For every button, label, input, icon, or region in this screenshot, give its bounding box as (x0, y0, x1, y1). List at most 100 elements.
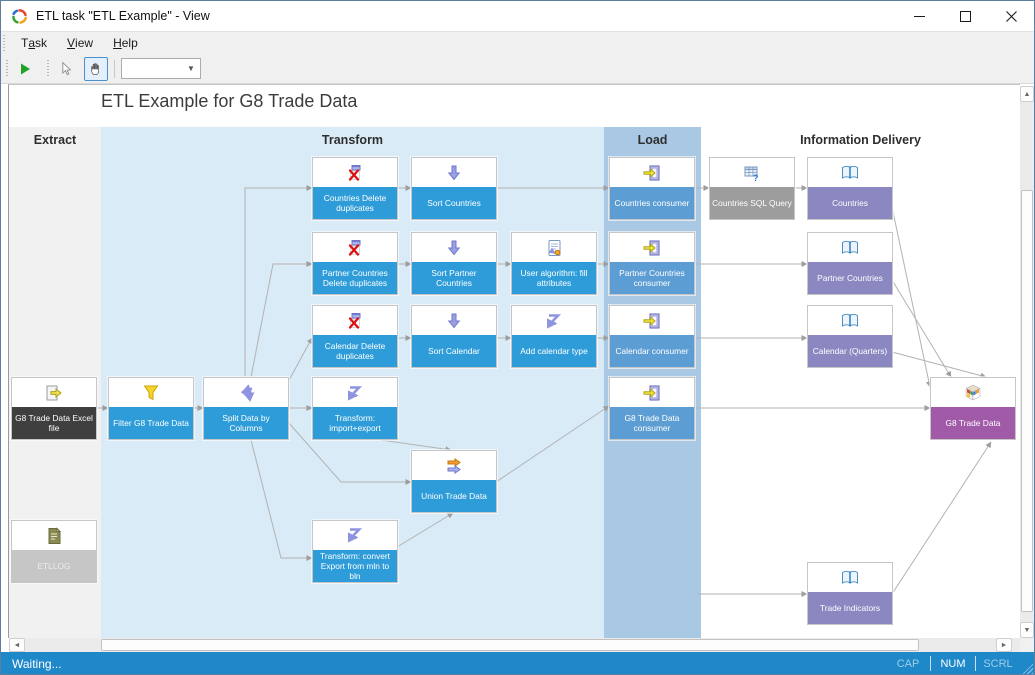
consumer-icon-area (610, 158, 694, 187)
node-calendar-dd[interactable]: Calendar Delete duplicates (312, 305, 398, 368)
node-partner-consumer[interactable]: Partner Countries consumer (609, 232, 695, 295)
consumer-icon-area (610, 378, 694, 407)
node-sort-partner[interactable]: Sort Partner Countries (411, 232, 497, 295)
scroll-right-button[interactable]: ► (996, 638, 1012, 652)
node-label-sort-countries: Sort Countries (412, 187, 496, 219)
useralgo-icon-area (512, 233, 596, 262)
transform-icon (546, 313, 562, 329)
node-filter[interactable]: Filter G8 Trade Data (108, 377, 194, 440)
node-label-countries-dd: Countries Delete duplicates (313, 187, 397, 219)
zoom-combobox[interactable]: ▼ (121, 58, 201, 79)
node-label-calendar-consumer: Calendar consumer (610, 335, 694, 367)
transform-icon (347, 528, 363, 544)
scroll-down-button[interactable]: ▼ (1020, 622, 1034, 638)
node-countries-book[interactable]: Countries (807, 157, 893, 220)
log-file-icon-area (12, 521, 96, 550)
node-label-sort-partner: Sort Partner Countries (412, 262, 496, 294)
edge-layer (96, 185, 992, 597)
funnel-icon (143, 385, 159, 400)
node-sql-query[interactable]: ?Countries SQL Query (709, 157, 795, 220)
node-label-user-algo: User algorithm: fill attributes (512, 262, 596, 294)
node-label-filter: Filter G8 Trade Data (109, 407, 193, 439)
funnel-icon-area (109, 378, 193, 407)
node-transform-convert[interactable]: Transform: convert Export from mln to bl… (312, 520, 398, 583)
node-add-cal-type[interactable]: Add calendar type (511, 305, 597, 368)
export-file-icon (46, 385, 62, 400)
edge-split-to-countries-dd (244, 185, 313, 377)
node-excel-file[interactable]: G8 Trade Data Excel file (11, 377, 97, 440)
node-partner-dd[interactable]: Partner Countries Delete duplicates (312, 232, 398, 295)
vertical-scroll-thumb[interactable] (1021, 190, 1033, 612)
node-sort-calendar[interactable]: Sort Calendar (411, 305, 497, 368)
node-trade-indicators[interactable]: Trade Indicators (807, 562, 893, 625)
edge-trade-indicators-to-g8-cube (891, 441, 992, 595)
horizontal-scroll-thumb[interactable] (101, 639, 919, 651)
toolbar-grip (6, 59, 8, 78)
close-button[interactable] (988, 1, 1034, 31)
node-countries-consumer[interactable]: Countries consumer (609, 157, 695, 220)
maximize-button[interactable] (942, 1, 988, 31)
app-logo-icon (12, 8, 27, 24)
indicator-scrl: SCRL (983, 657, 1013, 670)
transform-icon (347, 385, 363, 401)
edge-partner-book-to-g8-cube (891, 279, 952, 378)
cursor-icon (62, 61, 72, 75)
node-label-excel-file: G8 Trade Data Excel file (12, 407, 96, 439)
node-g8-cube[interactable]: G8 Trade Data (930, 377, 1016, 440)
node-sort-countries[interactable]: Sort Countries (411, 157, 497, 220)
toolbar-grip-2 (47, 59, 49, 78)
consumer-icon (643, 385, 660, 400)
split-icon (240, 383, 255, 402)
select-tool-button[interactable] (54, 57, 78, 81)
node-calendar-consumer[interactable]: Calendar consumer (609, 305, 695, 368)
node-label-partner-dd: Partner Countries Delete duplicates (313, 262, 397, 294)
consumer-icon (643, 240, 660, 255)
node-union[interactable]: Union Trade Data (411, 450, 497, 513)
node-partner-book[interactable]: Partner Countries (807, 232, 893, 295)
horizontal-scrollbar[interactable]: ◄ ► (9, 638, 1020, 652)
titlebar: ETL task "ETL Example" - View (1, 1, 1034, 31)
node-countries-dd[interactable]: Countries Delete duplicates (312, 157, 398, 220)
node-etllog[interactable]: ETLLOG (11, 520, 97, 583)
vertical-scrollbar[interactable]: ▲ ▼ (1020, 86, 1034, 638)
node-transform-ie[interactable]: Transform: import+export (312, 377, 398, 440)
scroll-left-button[interactable]: ◄ (9, 638, 25, 652)
sort-icon (447, 313, 461, 328)
window-title: ETL task "ETL Example" - View (36, 9, 210, 23)
pan-tool-button[interactable] (84, 56, 108, 81)
run-button[interactable] (13, 57, 37, 81)
zarrow-icon-area (313, 378, 397, 407)
zarrow-icon-area (512, 306, 596, 335)
export-file-icon-area (12, 378, 96, 407)
consumer-icon-area (610, 233, 694, 262)
edge-split-to-transform-convert (250, 439, 313, 561)
book-icon-area (808, 563, 892, 592)
minimize-button[interactable] (896, 1, 942, 31)
node-split[interactable]: Split Data by Columns (203, 377, 289, 440)
node-label-countries-consumer: Countries consumer (610, 187, 694, 219)
lane-label-transform: Transform (321, 133, 384, 147)
delete-dup-icon-area (313, 306, 397, 335)
node-label-transform-ie: Transform: import+export (313, 407, 397, 439)
sort-icon-area (412, 233, 496, 262)
toolbar: ▼ (1, 54, 1034, 84)
node-user-algo[interactable]: User algorithm: fill attributes (511, 232, 597, 295)
node-label-partner-book: Partner Countries (808, 262, 892, 294)
node-calendar-book[interactable]: Calendar (Quarters) (807, 305, 893, 368)
lane-label-extract: Extract (33, 133, 77, 147)
log-file-icon (48, 526, 62, 544)
resize-grip[interactable] (1020, 661, 1033, 674)
book-icon (842, 313, 858, 327)
edge-split-to-partner-dd (250, 261, 313, 378)
sort-icon-area (412, 158, 496, 187)
sort-icon (447, 240, 461, 255)
node-label-sort-calendar: Sort Calendar (412, 335, 496, 367)
edge-split-to-union (287, 421, 412, 485)
node-g8-consumer[interactable]: G8 Trade Data consumer (609, 377, 695, 440)
scroll-up-button[interactable]: ▲ (1020, 86, 1034, 102)
